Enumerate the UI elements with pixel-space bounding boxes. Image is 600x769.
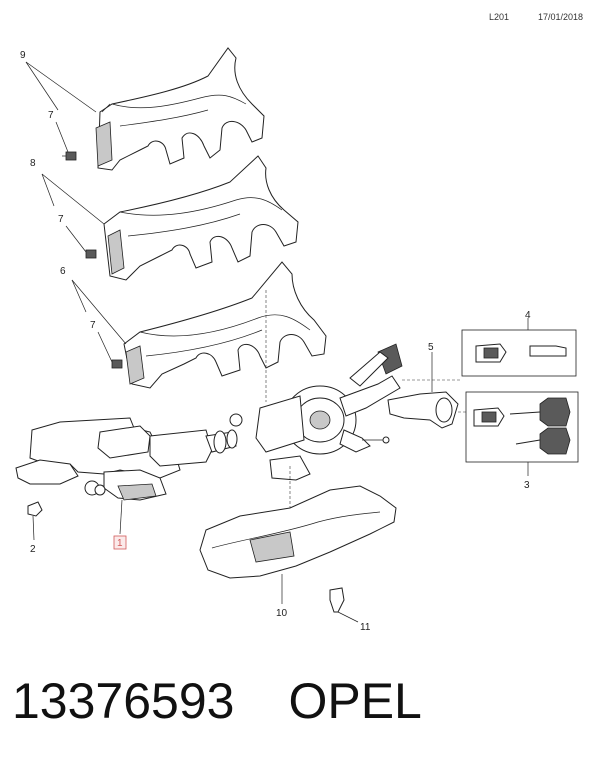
callout-7b: 7 [58, 214, 64, 225]
part-7-clip-a [62, 151, 77, 161]
callout-11: 11 [360, 622, 371, 633]
brand-name: OPEL [288, 673, 422, 729]
callout-5: 5 [428, 342, 434, 353]
part-2-nut [27, 501, 43, 541]
part-number: 13376593 [12, 673, 235, 729]
callout-10: 10 [276, 608, 288, 619]
part-7-clip-c [111, 359, 123, 369]
callout-7a: 7 [48, 110, 54, 121]
callout-6: 6 [60, 266, 66, 277]
part-10-lower-shroud [199, 485, 397, 604]
part-9-upper-shroud [95, 47, 265, 171]
diagram-code: L201 [489, 12, 510, 22]
part-7-clip-b [85, 249, 97, 259]
diagram-date: 17/01/2018 [538, 12, 584, 22]
callout-8: 8 [30, 158, 36, 169]
part-5-lock-housing [387, 352, 459, 429]
callout-3: 3 [524, 480, 530, 491]
callout-9: 9 [20, 50, 26, 61]
part-8-middle-shroud [103, 155, 299, 281]
part-6-shroud [123, 261, 327, 389]
part-11-screw [329, 587, 359, 623]
exploded-parts-diagram: 9 7 8 7 6 7 4 5 3 1 2 10 11 [15, 47, 579, 633]
callout-7c: 7 [90, 320, 96, 331]
callout-1-highlight-box [113, 535, 127, 550]
callout-1: 1 [117, 538, 123, 549]
callout-4: 4 [525, 310, 531, 321]
footer-caption: 13376593 OPEL [12, 672, 422, 730]
part-3-lock-key-box [465, 391, 579, 476]
part-4-lock-cylinder-box [461, 318, 577, 377]
multifunction-switch-assembly [229, 343, 403, 481]
callout-2: 2 [30, 544, 36, 555]
part-1-steering-column [15, 417, 238, 501]
